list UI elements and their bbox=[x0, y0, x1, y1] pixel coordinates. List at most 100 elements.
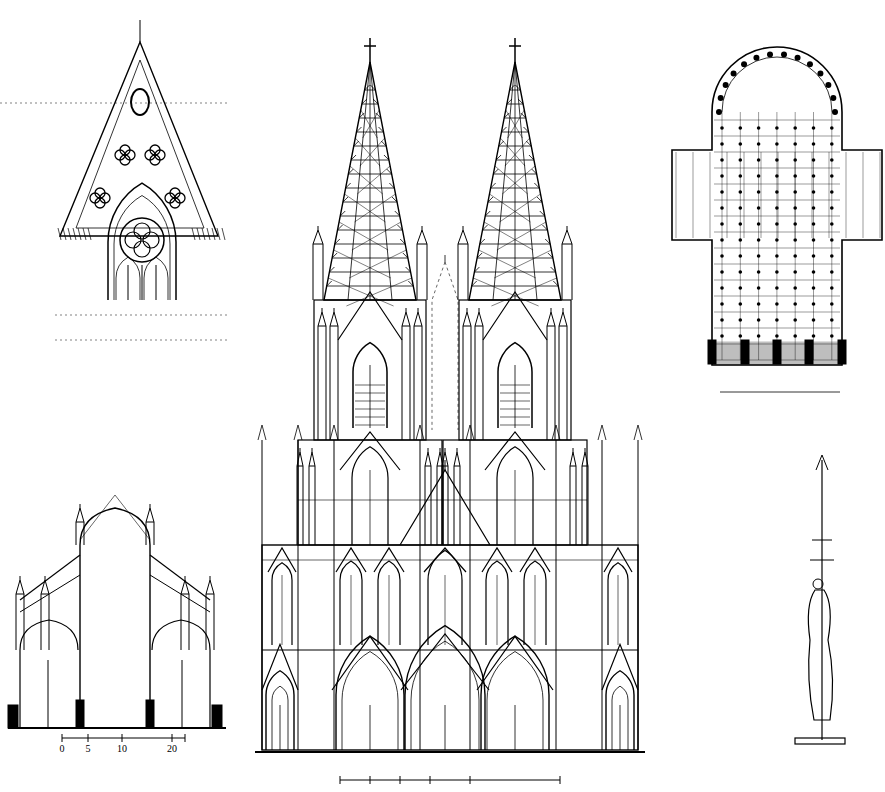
west-facade-line bbox=[480, 244, 550, 245]
west-facade-line bbox=[466, 425, 474, 440]
floor-plan-line bbox=[830, 286, 834, 290]
west-facade-line bbox=[488, 197, 493, 202]
floor-plan-line bbox=[757, 334, 761, 338]
west-facade-line bbox=[303, 466, 304, 545]
floor-plan-line bbox=[775, 206, 779, 210]
floor-plan-line bbox=[720, 392, 840, 393]
west-facade-line bbox=[553, 281, 558, 286]
west-facade-line bbox=[272, 563, 292, 645]
gable-detail-line bbox=[120, 155, 130, 165]
west-facade-line bbox=[397, 225, 402, 230]
west-facade-line bbox=[520, 548, 550, 572]
west-facade-line bbox=[298, 440, 299, 750]
west-facade-line bbox=[458, 244, 459, 300]
west-facade-line bbox=[339, 222, 388, 250]
west-facade-line bbox=[370, 776, 371, 784]
west-facade-line bbox=[501, 132, 528, 133]
west-facade-line bbox=[463, 312, 471, 326]
west-facade-line bbox=[381, 141, 386, 146]
west-facade-line bbox=[588, 466, 589, 545]
west-facade-line bbox=[437, 466, 438, 545]
floor-plan-line bbox=[812, 270, 816, 274]
west-facade-line bbox=[356, 127, 361, 132]
floor-plan-line bbox=[739, 126, 743, 130]
west-facade-line bbox=[443, 500, 587, 501]
west-facade-line bbox=[445, 705, 446, 750]
west-facade-line bbox=[318, 326, 319, 440]
west-facade-line bbox=[402, 326, 403, 440]
west-facade-line bbox=[521, 113, 526, 118]
west-facade-line bbox=[510, 90, 521, 91]
west-facade-line bbox=[354, 141, 359, 146]
west-facade-line bbox=[504, 118, 526, 119]
west-facade-line bbox=[268, 548, 296, 572]
gable-detail-line bbox=[222, 228, 225, 240]
scale-number: 20 bbox=[167, 744, 177, 754]
west-facade-line bbox=[496, 155, 501, 160]
west-facade-line bbox=[499, 141, 504, 146]
floor-plan-line bbox=[714, 312, 840, 313]
floor-plan-line bbox=[714, 216, 840, 217]
floor-plan-line bbox=[723, 82, 729, 88]
floor-plan-line bbox=[812, 222, 816, 226]
west-facade-line bbox=[500, 409, 530, 410]
floor-plan-line bbox=[830, 318, 834, 322]
cross-section-line bbox=[8, 727, 226, 729]
west-facade-line bbox=[359, 113, 364, 118]
west-facade-line bbox=[477, 636, 553, 690]
west-facade-line bbox=[400, 239, 405, 244]
floor-plan-line bbox=[793, 286, 797, 290]
west-facade-line bbox=[585, 448, 586, 452]
west-facade-line bbox=[326, 326, 327, 440]
floor-plan-line bbox=[793, 126, 797, 130]
west-facade-line bbox=[515, 470, 516, 545]
west-facade-line bbox=[262, 560, 638, 561]
floor-plan-line bbox=[714, 328, 840, 329]
west-facade-line bbox=[297, 466, 298, 545]
west-facade-line bbox=[602, 644, 638, 690]
scale-number: 10 bbox=[117, 744, 127, 754]
west-facade-line bbox=[507, 104, 523, 105]
west-facade-line bbox=[458, 230, 468, 244]
west-facade-line bbox=[266, 671, 294, 750]
floor-plan-line bbox=[830, 158, 834, 162]
west-facade-line bbox=[470, 776, 471, 784]
floor-plan-line bbox=[710, 152, 711, 238]
west-facade-line bbox=[364, 45, 376, 47]
floor-plan-line bbox=[714, 296, 840, 297]
west-facade-line bbox=[570, 452, 576, 466]
floor-plan-line bbox=[757, 142, 761, 146]
floor-plan-line bbox=[714, 120, 840, 121]
gable-detail-line bbox=[217, 228, 220, 240]
gable-detail-line bbox=[202, 228, 205, 240]
cross-section-line bbox=[80, 508, 150, 728]
west-facade-line bbox=[540, 211, 545, 216]
west-facade-line bbox=[343, 197, 348, 202]
west-facade-line bbox=[489, 194, 530, 222]
gable-detail-line bbox=[143, 232, 159, 248]
west-facade-line bbox=[328, 278, 393, 306]
west-facade-line bbox=[485, 216, 545, 217]
west-facade-line bbox=[484, 222, 533, 250]
cross-section-line bbox=[214, 594, 215, 650]
west-facade-line bbox=[472, 281, 477, 286]
west-facade-line bbox=[272, 686, 288, 750]
west-facade-line bbox=[471, 326, 472, 440]
west-facade-line bbox=[499, 146, 531, 147]
floor-plan-line bbox=[830, 270, 834, 274]
gable-detail-line bbox=[142, 265, 143, 300]
west-facade-line bbox=[508, 110, 525, 138]
west-facade-line bbox=[485, 211, 490, 216]
floor-plan-line bbox=[761, 152, 762, 238]
floor-plan-line bbox=[830, 222, 834, 226]
west-facade-line bbox=[351, 160, 389, 161]
floor-plan-line bbox=[757, 190, 761, 194]
floor-plan-line bbox=[757, 222, 761, 226]
gable-detail-line bbox=[95, 188, 105, 198]
west-facade-line bbox=[620, 705, 621, 750]
west-facade-line bbox=[562, 230, 572, 244]
cross-section-line bbox=[150, 504, 151, 508]
floor-plan-line bbox=[831, 112, 832, 360]
gable-detail-line bbox=[140, 20, 141, 42]
gable-detail-line bbox=[120, 145, 130, 155]
